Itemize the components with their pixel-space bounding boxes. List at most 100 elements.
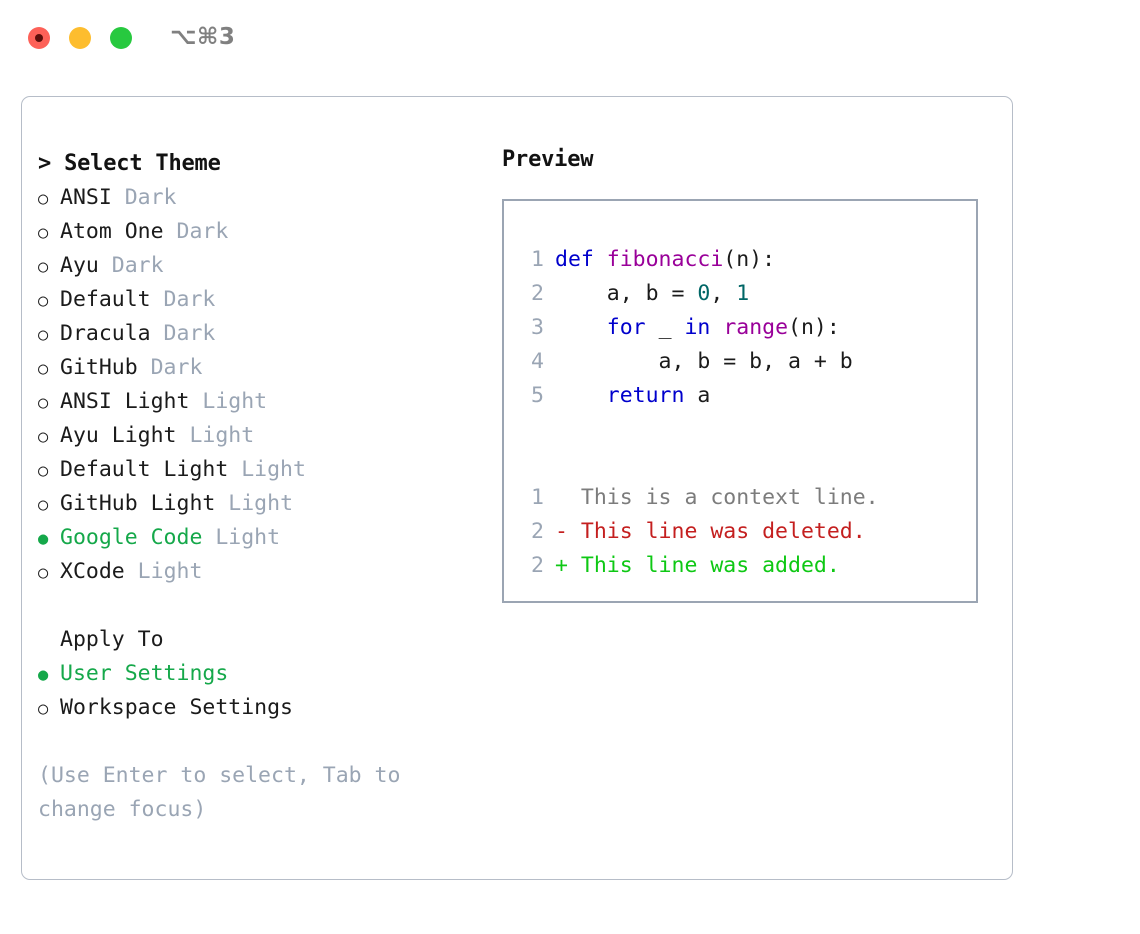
radio-unselected-icon: ○ (38, 393, 49, 413)
radio-unselected-icon: ○ (38, 495, 49, 515)
code-line: 2 a, b = 0, 1 (522, 277, 879, 311)
code-line: 1 def fibonacci(n): (522, 243, 879, 277)
diff-line-add: 2 + This line was added. (522, 549, 879, 583)
code-token-num: 1 (736, 281, 750, 306)
code-token-plain (555, 315, 607, 340)
main-panel: > Select Theme ○ANSI Dark○Atom One Dark○… (21, 96, 1013, 880)
radio-unselected-icon: ○ (38, 291, 49, 311)
code-token-punc: (n): (788, 315, 840, 340)
diff-line-number: 2 (531, 553, 544, 578)
theme-option-label: ANSI Light (60, 389, 190, 414)
diff-text: This line was added. (580, 553, 840, 578)
theme-option-label: Ayu (60, 253, 99, 278)
code-token-fn: fibonacci (606, 247, 724, 272)
theme-option-label: Default Light (60, 457, 229, 482)
code-token-plain (710, 315, 723, 340)
code-token-plain: a, b = (555, 281, 698, 306)
theme-option-label: Atom One (60, 219, 164, 244)
code-line-number: 4 (531, 349, 544, 374)
code-blank-line (522, 447, 879, 481)
theme-option-kind-badge: Light (215, 491, 294, 516)
diff-line-ctx: 1 This is a context line. (522, 481, 879, 515)
theme-option-xcode[interactable]: ○ XCode Light (38, 555, 468, 589)
theme-selector-column: > Select Theme ○ANSI Dark○Atom One Dark○… (38, 147, 468, 827)
code-token-kw: in (684, 315, 711, 340)
theme-option-label: XCode (60, 559, 125, 584)
close-button[interactable] (28, 27, 50, 49)
theme-option-default-light[interactable]: ○ Default Light Light (38, 453, 468, 487)
theme-option-kind-badge: Light (124, 559, 203, 584)
apply-to-option-label: User Settings (60, 661, 229, 686)
theme-list[interactable]: ○ANSI Dark○Atom One Dark○Ayu Dark○Defaul… (38, 181, 468, 589)
code-line-number: 3 (531, 315, 544, 340)
theme-option-ansi-light[interactable]: ○ ANSI Light Light (38, 385, 468, 419)
keyboard-hint-text: (Use Enter to select, Tab to change focu… (38, 763, 401, 822)
apply-to-block: Apply To ● User Settings ○ Workspace Settin… (38, 623, 468, 725)
radio-unselected-icon: ○ (38, 223, 49, 243)
theme-option-atom-one[interactable]: ○Atom One Dark (38, 215, 468, 249)
theme-option-kind-badge: Dark (137, 355, 203, 380)
theme-option-kind-badge: Dark (150, 287, 216, 312)
code-line: 4 a, b = b, a + b (522, 345, 879, 379)
theme-option-ayu-light[interactable]: ○ Ayu Light Light (38, 419, 468, 453)
apply-to-options[interactable]: ● User Settings ○ Workspace Settings (38, 657, 468, 725)
code-token-num: 0 (697, 281, 711, 306)
diff-line-number: 2 (531, 519, 544, 544)
radio-unselected-icon: ○ (38, 189, 49, 209)
apply-to-header: Apply To (60, 627, 164, 652)
theme-option-label: Default (60, 287, 151, 312)
theme-option-kind-badge: Light (176, 423, 255, 448)
code-line-number: 1 (531, 247, 544, 272)
diff-marker: + (555, 553, 581, 578)
diff-text: This line was deleted. (580, 519, 866, 544)
diff-text: This is a context line. (580, 485, 879, 510)
theme-option-default[interactable]: ○ Default Dark (38, 283, 468, 317)
code-token-kw: for (606, 315, 646, 340)
radio-unselected-icon: ○ (38, 699, 49, 719)
titlebar: ⌥⌘3 (0, 0, 1140, 76)
select-theme-header: > Select Theme (38, 151, 221, 176)
code-line-number: 2 (531, 281, 544, 306)
radio-selected-icon: ● (38, 665, 49, 685)
theme-option-label: GitHub (60, 355, 138, 380)
apply-to-option-workspace-settings[interactable]: ○ Workspace Settings (38, 691, 468, 725)
theme-option-github[interactable]: ○ GitHub Dark (38, 351, 468, 385)
theme-option-label: Ayu Light (60, 423, 177, 448)
code-token-punc: (n): (723, 247, 776, 272)
radio-unselected-icon: ○ (38, 427, 49, 447)
theme-option-ayu[interactable]: ○Ayu Dark (38, 249, 468, 283)
theme-option-github-light[interactable]: ○ GitHub Light Light (38, 487, 468, 521)
traffic-light-group (28, 27, 132, 49)
diff-line-number: 1 (531, 485, 544, 510)
theme-option-ansi[interactable]: ○ANSI Dark (38, 181, 468, 215)
theme-option-label: ANSI (60, 185, 112, 210)
minimize-button[interactable] (69, 27, 91, 49)
code-token-fn: range (723, 315, 789, 340)
code-token-plain: , (710, 281, 737, 306)
radio-unselected-icon: ○ (38, 461, 49, 481)
zoom-button[interactable] (110, 27, 132, 49)
apply-to-option-label: Workspace Settings (60, 695, 293, 720)
theme-option-google-code[interactable]: ●Google Code Light (38, 521, 468, 555)
radio-unselected-icon: ○ (38, 359, 49, 379)
theme-option-dracula[interactable]: ○Dracula Dark (38, 317, 468, 351)
code-blank-line (522, 413, 879, 447)
theme-option-label: Google Code (60, 525, 203, 550)
theme-option-label: GitHub Light (60, 491, 216, 516)
code-token-kw: def (555, 247, 607, 272)
radio-unselected-icon: ○ (38, 563, 49, 583)
radio-selected-icon: ● (38, 529, 49, 549)
code-line: 5 return a (522, 379, 879, 413)
theme-option-kind-badge: Light (189, 389, 268, 414)
diff-line-del: 2- This line was deleted. (522, 515, 879, 549)
theme-option-kind-badge: Light (228, 457, 306, 482)
apply-to-option-user-settings[interactable]: ● User Settings (38, 657, 468, 691)
diff-marker: - (555, 519, 581, 544)
code-token-kw: return (606, 383, 685, 408)
theme-option-kind-badge: Dark (98, 253, 164, 278)
code-line: 3 for _ in range(n): (522, 311, 879, 345)
theme-option-label: Dracula (60, 321, 151, 346)
